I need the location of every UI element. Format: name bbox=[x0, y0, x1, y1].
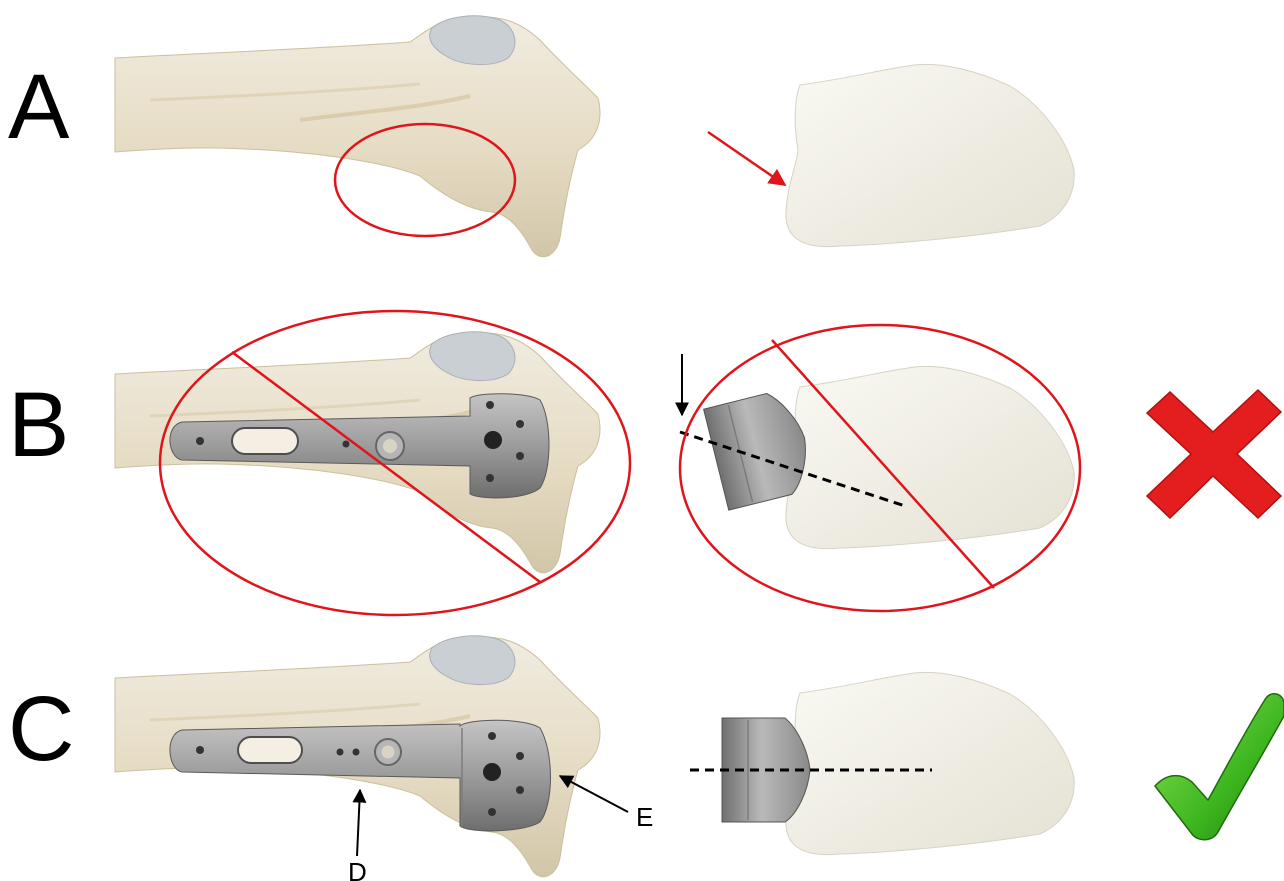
red-arrow-cartilage-a bbox=[708, 132, 785, 185]
row-a-cartilage bbox=[786, 64, 1074, 246]
row-c-cartilage bbox=[786, 672, 1074, 854]
row-label-c: C bbox=[8, 678, 74, 780]
cross-mark-icon bbox=[1147, 390, 1281, 518]
row-b-cartilage bbox=[786, 366, 1074, 548]
row-label-b: B bbox=[8, 374, 69, 476]
check-mark-icon bbox=[1155, 694, 1284, 840]
row-a-bone bbox=[115, 16, 600, 257]
callout-label-e: E bbox=[636, 802, 653, 832]
callout-arrow-d bbox=[357, 790, 360, 856]
row-label-a: A bbox=[8, 56, 70, 158]
row-c-plate bbox=[170, 720, 551, 831]
callout-label-d: D bbox=[348, 857, 367, 881]
